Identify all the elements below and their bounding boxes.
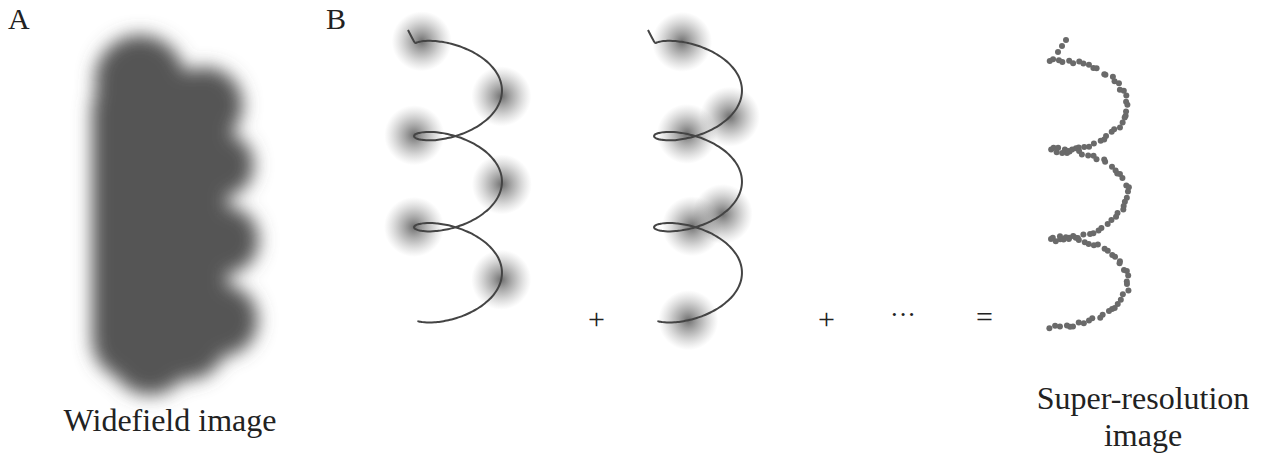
localization-dot <box>1105 221 1111 227</box>
localization-dot <box>1085 153 1091 159</box>
localization-dot <box>1069 147 1075 153</box>
localization-dot <box>1096 227 1102 233</box>
localization-dot <box>1050 235 1056 241</box>
localization-dot <box>1050 56 1056 62</box>
localization-dot <box>1109 129 1115 135</box>
localization-dot <box>1095 241 1101 247</box>
ellipsis-symbol: ··· <box>890 300 916 330</box>
localization-dot <box>1080 60 1086 66</box>
localization-dot <box>1106 308 1112 314</box>
localization-dot <box>1066 236 1072 242</box>
localization-dot <box>1055 49 1061 55</box>
localization-dot <box>1119 175 1125 181</box>
localization-dot <box>1081 320 1087 326</box>
localization-dot <box>1076 320 1082 326</box>
localization-dot <box>1087 231 1093 237</box>
localization-dot <box>1102 72 1108 78</box>
helix-line <box>408 30 502 323</box>
localization-dot <box>1120 207 1126 213</box>
localization-dot <box>1124 102 1130 108</box>
widefield-blob <box>92 35 259 395</box>
localization-dot <box>1124 281 1130 287</box>
operator-symbol: + <box>588 302 605 337</box>
localization-dot <box>1097 315 1103 321</box>
localization-dot <box>1125 272 1131 278</box>
localization-dot <box>1117 260 1123 266</box>
localization-dot <box>1094 156 1100 162</box>
helix-1 <box>384 11 532 322</box>
caption-label: Widefield image <box>25 402 315 439</box>
localization-dot <box>1076 237 1082 243</box>
localization-dot <box>1080 232 1086 238</box>
localization-dot <box>1052 323 1058 329</box>
localization-dot <box>1125 189 1131 195</box>
localization-dot <box>1105 248 1111 254</box>
localization-dot <box>1064 323 1070 329</box>
helix-line <box>648 30 742 323</box>
localization-dot <box>1059 59 1065 65</box>
super-resolution-helix <box>1046 37 1131 331</box>
operator-symbol: = <box>976 300 993 335</box>
localization-dot <box>1098 138 1104 144</box>
panel-letter: A <box>8 2 30 37</box>
helix-2 <box>648 12 760 350</box>
localization-dot <box>1079 151 1085 157</box>
localization-dot <box>1070 60 1076 66</box>
localization-dot <box>1102 159 1108 165</box>
localization-dot <box>1123 93 1129 99</box>
localization-dot <box>1120 291 1126 297</box>
localization-dot <box>1117 125 1123 131</box>
localization-dot <box>1063 37 1069 43</box>
panel-letter: B <box>326 2 346 37</box>
localization-dot <box>1120 120 1126 126</box>
localization-dot <box>1081 144 1087 150</box>
operator-symbol: + <box>818 302 835 337</box>
localization-dot <box>1086 241 1092 247</box>
localization-dot <box>1055 145 1061 151</box>
localization-dot <box>1094 65 1100 71</box>
localization-dot <box>1112 254 1118 260</box>
localization-dot <box>1057 233 1063 239</box>
localization-dot <box>1116 80 1122 86</box>
localization-dot <box>1125 287 1131 293</box>
localization-dot <box>1046 325 1052 331</box>
localization-dot <box>1059 43 1065 49</box>
localization-dot <box>1086 318 1092 324</box>
caption-label: Super-resolution image <box>1018 380 1268 454</box>
